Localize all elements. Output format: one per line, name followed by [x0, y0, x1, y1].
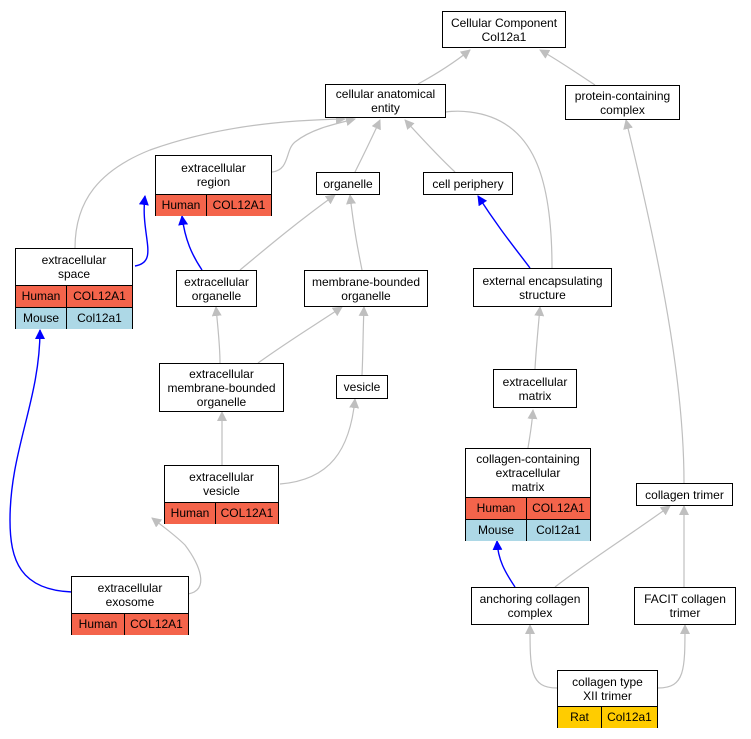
annotation-row: Human COL12A1: [72, 613, 188, 635]
node-extracellular-space[interactable]: extracellular space Human COL12A1 Mouse …: [15, 248, 133, 329]
gene-label: Col12a1: [526, 520, 590, 541]
edge-trimer-to-pcc: [623, 119, 685, 484]
node-protein-containing-complex[interactable]: protein-containing complex: [565, 85, 680, 120]
edge-space-to-cae: [74, 114, 346, 249]
species-label: Human: [78, 617, 118, 631]
node-label: extracellular space: [41, 253, 107, 281]
node-label: cell periphery: [432, 176, 504, 191]
node-membrane-bounded-organelle[interactable]: membrane-bounded organelle: [304, 270, 428, 307]
node-label: collagen-containing extracellular matrix: [476, 452, 580, 494]
annotation-row: Human COL12A1: [466, 497, 590, 519]
node-label: Cellular Component Col12a1: [450, 15, 558, 44]
node-collagen-type-xii-trimer[interactable]: collagen type XII trimer Rat Col12a1: [557, 670, 658, 728]
edge-embo-to-eo: [211, 306, 222, 364]
node-vesicle[interactable]: vesicle: [336, 375, 388, 399]
edge-eo-to-region: [178, 215, 203, 271]
edge-xii-to-acc: [525, 624, 558, 689]
gene-label: COL12A1: [206, 195, 271, 216]
edge-vesicle-to-mbo: [358, 306, 369, 376]
node-collagen-containing-extracellular-matrix[interactable]: collagen-containing extracellular matrix…: [465, 448, 591, 541]
node-extracellular-membrane-bounded-organelle[interactable]: extracellular membrane-bounded organelle: [159, 363, 284, 412]
edge-organelle-to-cae: [354, 119, 381, 173]
edge-exosome-to-space: [9, 329, 73, 593]
annotation-row: Mouse Col12a1: [466, 519, 590, 541]
edge-space-to-region: [134, 195, 149, 267]
node-label: organelle: [323, 176, 373, 191]
node-organelle[interactable]: organelle: [316, 172, 380, 195]
edge-mbo-to-organelle: [346, 194, 363, 271]
annotation-row: Rat Col12a1: [558, 706, 657, 728]
node-extracellular-organelle[interactable]: extracellular organelle: [176, 270, 257, 307]
gene-label: COL12A1: [215, 503, 278, 524]
species-label: Human: [170, 506, 210, 520]
annotation-row: Human COL12A1: [165, 502, 278, 524]
species-label: Human: [476, 501, 516, 515]
node-anchoring-collagen-complex[interactable]: anchoring collagen complex: [471, 587, 589, 625]
node-facit-collagen-trimer[interactable]: FACIT collagen trimer: [634, 587, 736, 625]
species-label: Human: [161, 198, 201, 212]
edge-exosome-to-ev: [151, 517, 202, 595]
species-label: Human: [21, 289, 61, 303]
node-label: FACIT collagen trimer: [644, 592, 726, 620]
edge-periphery-to-cae: [404, 119, 456, 173]
annotation-row: Mouse Col12a1: [16, 307, 132, 329]
node-extracellular-exosome[interactable]: extracellular exosome Human COL12A1: [71, 576, 189, 635]
edge-acc-to-ccem: [492, 540, 516, 588]
node-label: cellular anatomical entity: [335, 87, 436, 115]
edge-region-to-cae: [271, 116, 356, 173]
edge-ccem-to-em: [527, 409, 538, 449]
gene-label: Col12a1: [66, 308, 132, 329]
node-label: anchoring collagen complex: [479, 592, 581, 620]
gene-label: COL12A1: [124, 614, 188, 635]
edge-ees-to-cae: [432, 107, 553, 269]
annotation-row: Human COL12A1: [16, 285, 132, 307]
gene-label: COL12A1: [526, 498, 590, 519]
node-label: extracellular organelle: [184, 274, 249, 303]
node-label: membrane-bounded organelle: [311, 274, 421, 303]
species-label: Rat: [570, 710, 589, 724]
node-cellular-anatomical-entity[interactable]: cellular anatomical entity: [325, 84, 446, 118]
gene-label: Col12a1: [601, 707, 657, 728]
node-label: extracellular exosome: [97, 581, 163, 609]
edge-acc-to-trimer: [554, 505, 671, 588]
node-label: collagen trimer: [645, 487, 724, 502]
node-cell-periphery[interactable]: cell periphery: [423, 172, 513, 195]
edge-eo-to-organelle: [239, 194, 336, 271]
edge-embo-to-mbo: [257, 306, 343, 364]
node-label: vesicle: [343, 380, 381, 394]
edge-pcc-to-cc: [539, 49, 596, 86]
edge-em-to-ees: [534, 306, 545, 370]
species-label: Mouse: [22, 311, 60, 325]
edge-cae-to-cc: [417, 49, 471, 85]
edge-ev-to-vesicle: [279, 398, 360, 485]
node-label: collagen type XII trimer: [572, 674, 643, 703]
node-label: protein-containing complex: [574, 88, 671, 117]
node-extracellular-matrix[interactable]: extracellular matrix: [493, 369, 577, 408]
node-external-encapsulating-structure[interactable]: external encapsulating structure: [473, 268, 612, 307]
node-extracellular-vesicle[interactable]: extracellular vesicle Human COL12A1: [164, 465, 279, 524]
edge-xii-to-facit: [657, 624, 690, 689]
annotation-row: Human COL12A1: [156, 194, 271, 216]
node-label: extracellular matrix: [502, 374, 568, 403]
node-extracellular-region[interactable]: extracellular region Human COL12A1: [155, 155, 272, 216]
gene-label: COL12A1: [66, 286, 132, 307]
node-cellular-component[interactable]: Cellular Component Col12a1: [442, 11, 566, 48]
node-label: external encapsulating structure: [482, 273, 603, 302]
edge-ees-to-periphery: [477, 195, 531, 269]
node-label: extracellular region: [181, 161, 246, 189]
species-label: Mouse: [477, 523, 515, 537]
node-collagen-trimer[interactable]: collagen trimer: [636, 483, 733, 506]
node-label: extracellular membrane-bounded organelle: [167, 366, 276, 409]
node-label: extracellular vesicle: [189, 470, 254, 498]
